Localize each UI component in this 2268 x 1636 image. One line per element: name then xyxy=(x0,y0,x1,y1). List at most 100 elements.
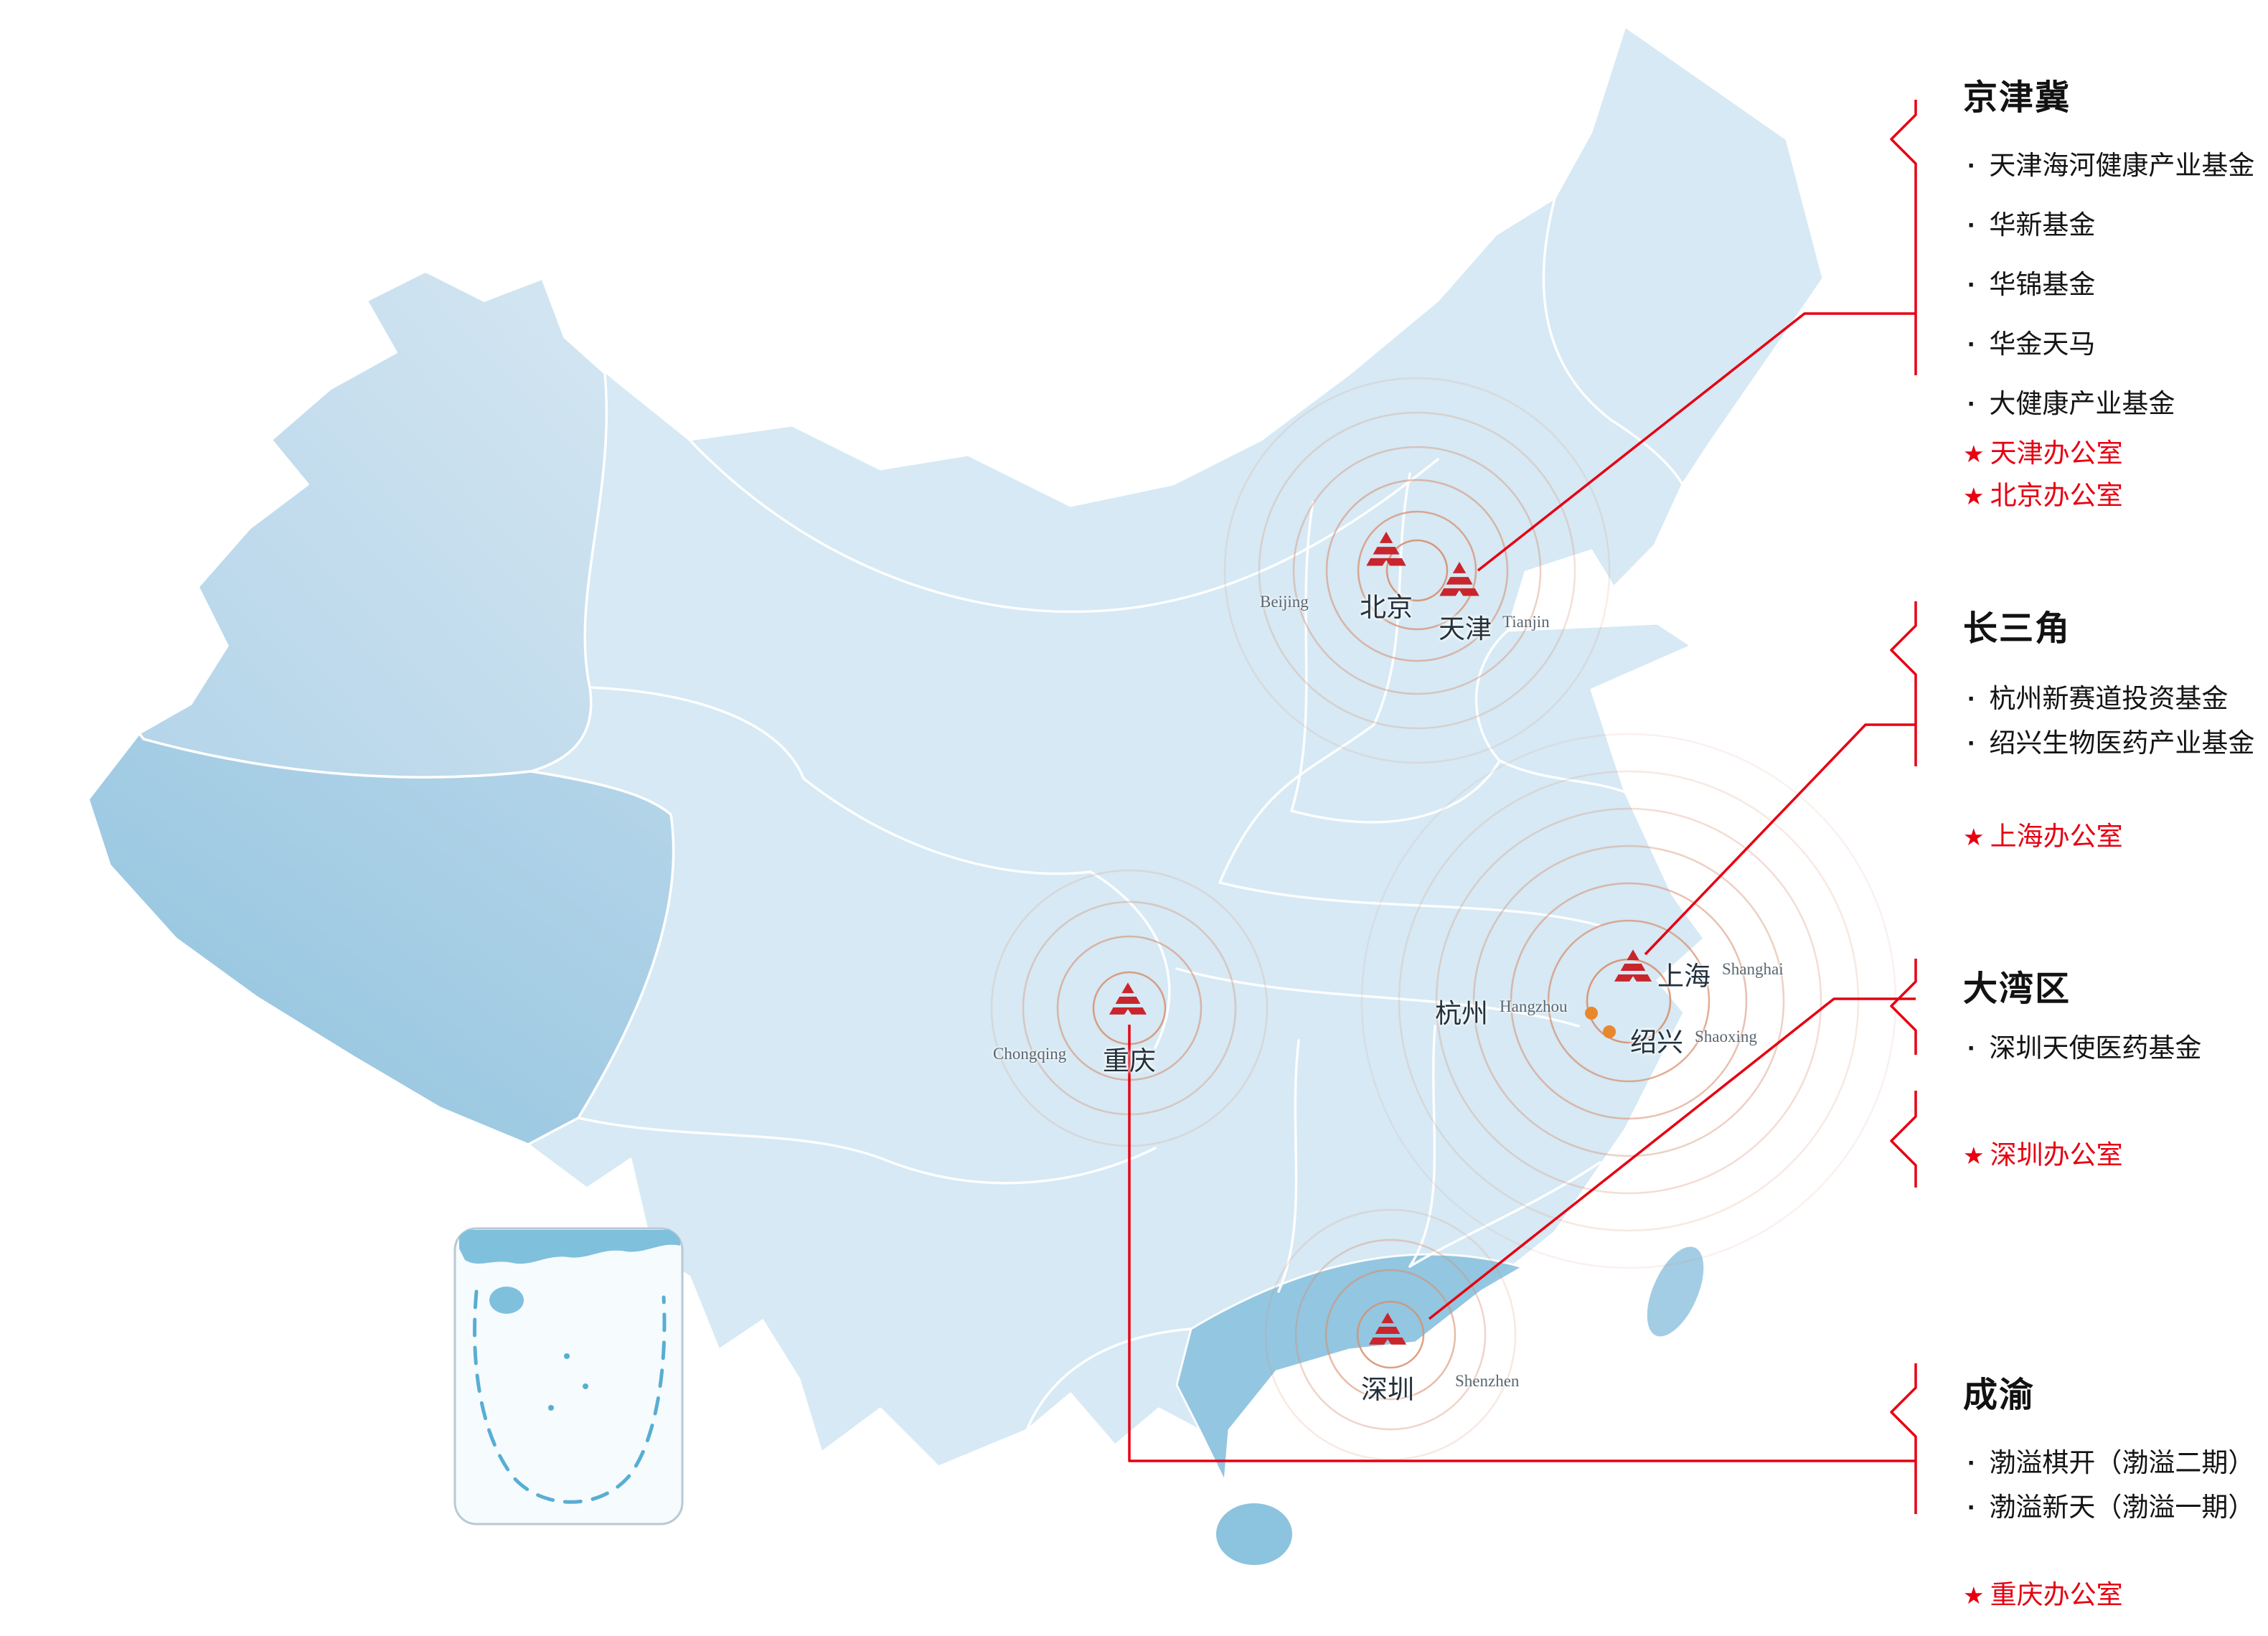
bullet-icon: · xyxy=(1967,270,1977,299)
office-item: ★ 北京办公室 xyxy=(1963,481,2123,511)
fund-item: · 绍兴生物医药产业基金 xyxy=(1967,728,2254,758)
city-label-tianjin-en: Tianjin xyxy=(1502,613,1550,631)
bracket-jingjinji xyxy=(1890,100,1917,375)
fund-label: 绍兴生物医药产业基金 xyxy=(1989,728,2255,758)
star-icon: ★ xyxy=(1963,483,1985,509)
fund-item: · 渤溢新天（渤溢一期） xyxy=(1967,1492,2254,1523)
office-list-dawanqu: ★ 深圳办公室 xyxy=(1963,1141,2123,1183)
ripples-shanghai xyxy=(1360,733,1897,1269)
city-label-shenzhen: 深圳 xyxy=(1361,1376,1414,1405)
fund-label: 深圳天使医药基金 xyxy=(1989,1033,2202,1063)
office-item: ★ 深圳办公室 xyxy=(1963,1141,2123,1170)
city-label-beijing: 北京 xyxy=(1360,593,1413,623)
fund-item: · 渤溢棋开（渤溢二期） xyxy=(1967,1448,2254,1478)
fund-list-changsanjiao: · 杭州新赛道投资基金 · 绍兴生物医药产业基金 xyxy=(1967,684,2254,773)
office-label: 深圳办公室 xyxy=(1990,1140,2123,1170)
city-label-hangzhou: 杭州 xyxy=(1435,1000,1488,1029)
bullet-icon: · xyxy=(1967,1033,1977,1063)
office-item: ★ 天津办公室 xyxy=(1963,439,2123,469)
province-borders xyxy=(577,197,1684,1432)
connector-changsanjiao xyxy=(1644,723,1916,956)
office-list-jingjinji: ★ 天津办公室 ★ 北京办公室 xyxy=(1963,439,2123,524)
inset-islands xyxy=(548,1353,588,1411)
bracket-changsanjiao xyxy=(1890,601,1917,766)
fund-label: 天津海河健康产业基金 xyxy=(1989,151,2255,180)
fund-item: · 华锦基金 xyxy=(1967,270,2254,300)
bullet-icon: · xyxy=(1967,210,1977,240)
city-label-beijing-en: Beijing xyxy=(1260,593,1309,611)
bullet-icon: · xyxy=(1967,329,1977,359)
city-label-shaoxing: 绍兴 xyxy=(1630,1028,1683,1058)
office-list-changsanjiao: ★ 上海办公室 xyxy=(1963,822,2123,865)
province-guangdong xyxy=(1175,1253,1524,1483)
china-landmass xyxy=(87,25,1825,1566)
fund-label: 华金天马 xyxy=(1989,329,2096,359)
city-label-shanghai-en: Shanghai xyxy=(1722,960,1784,978)
fund-item: · 杭州新赛道投资基金 xyxy=(1967,684,2254,714)
province-xinjiang xyxy=(138,270,608,779)
city-label-chongqing-en: Chongqing xyxy=(993,1045,1067,1063)
connector-chengyu xyxy=(1128,1025,1916,1462)
office-label: 天津办公室 xyxy=(1990,438,2123,468)
connector-lines xyxy=(1128,100,1917,1514)
bullet-icon: · xyxy=(1967,684,1977,713)
office-label: 北京办公室 xyxy=(1990,481,2123,510)
section-title-changsanjiao: 长三角 xyxy=(1963,610,2071,648)
office-list-chengyu: ★ 重庆办公室 xyxy=(1963,1581,2123,1623)
province-tibet xyxy=(87,732,675,1146)
south-china-sea-inset xyxy=(453,1227,684,1525)
star-icon: ★ xyxy=(1963,441,1985,467)
fund-label: 华锦基金 xyxy=(1989,270,2096,299)
bracket-chengyu xyxy=(1890,1363,1917,1514)
fund-label: 渤溢新天（渤溢一期） xyxy=(1989,1492,2255,1522)
star-icon: ★ xyxy=(1963,1142,1985,1169)
fund-item: · 华金天马 xyxy=(1967,329,2254,359)
city-label-hangzhou-en: Hangzhou xyxy=(1500,997,1568,1015)
office-item: ★ 上海办公室 xyxy=(1963,822,2123,852)
fund-list-jingjinji: · 天津海河健康产业基金 · 华新基金 · 华锦基金 · 华金天马 xyxy=(1967,151,2254,448)
connector-jingjinji xyxy=(1477,312,1916,572)
bullet-icon: · xyxy=(1967,728,1977,758)
city-logo-markers xyxy=(1109,532,1652,1345)
fund-item: · 大健康产业基金 xyxy=(1967,389,2254,419)
bullet-icon: · xyxy=(1967,1492,1977,1522)
bracket-dawanqu xyxy=(1890,959,1917,1055)
bullet-icon: · xyxy=(1967,1448,1977,1477)
inset-nine-dash-line xyxy=(473,1289,667,1504)
star-icon: ★ xyxy=(1963,824,1985,850)
city-label-chongqing: 重庆 xyxy=(1103,1047,1156,1076)
connector-dawanqu xyxy=(1428,997,1916,1320)
fund-item: · 华新基金 xyxy=(1967,210,2254,240)
fund-list-chengyu: · 渤溢棋开（渤溢二期） · 渤溢新天（渤溢一期） xyxy=(1967,1448,2254,1537)
office-label: 上海办公室 xyxy=(1990,822,2123,851)
inset-coastline xyxy=(459,1230,680,1264)
inset-hainan xyxy=(489,1287,524,1314)
star-icon: ★ xyxy=(1963,1582,1985,1609)
fund-label: 华新基金 xyxy=(1989,210,2096,240)
bullet-icon: · xyxy=(1967,151,1977,180)
office-label: 重庆办公室 xyxy=(1990,1580,2123,1609)
fund-list-dawanqu: · 深圳天使医药基金 xyxy=(1967,1033,2201,1078)
city-label-shenzhen-en: Shenzhen xyxy=(1455,1372,1520,1390)
office-item: ★ 重庆办公室 xyxy=(1963,1581,2123,1610)
fund-item: · 深圳天使医药基金 xyxy=(1967,1033,2201,1063)
section-title-jingjinji: 京津冀 xyxy=(1963,79,2071,117)
fund-label: 大健康产业基金 xyxy=(1989,389,2175,418)
bullet-icon: · xyxy=(1967,389,1977,418)
section-title-chengyu: 成渝 xyxy=(1963,1376,2036,1414)
city-label-shanghai: 上海 xyxy=(1657,962,1711,992)
fund-label: 渤溢棋开（渤溢二期） xyxy=(1989,1448,2255,1477)
city-label-tianjin: 天津 xyxy=(1439,615,1492,644)
city-label-shaoxing-en: Shaoxing xyxy=(1695,1028,1757,1045)
taiwan-island xyxy=(1645,1245,1705,1338)
bracket-dawanqu-office xyxy=(1890,1091,1917,1188)
hainan-island xyxy=(1215,1502,1294,1566)
city-dot-hangzhou xyxy=(1585,1007,1598,1020)
fund-item: · 天津海河健康产业基金 xyxy=(1967,151,2254,181)
city-dot-shaoxing xyxy=(1603,1025,1616,1038)
ripples-beijing-tianjin xyxy=(1223,377,1611,764)
section-title-dawanqu: 大湾区 xyxy=(1963,970,2071,1008)
ripples-shenzhen xyxy=(1264,1208,1517,1461)
